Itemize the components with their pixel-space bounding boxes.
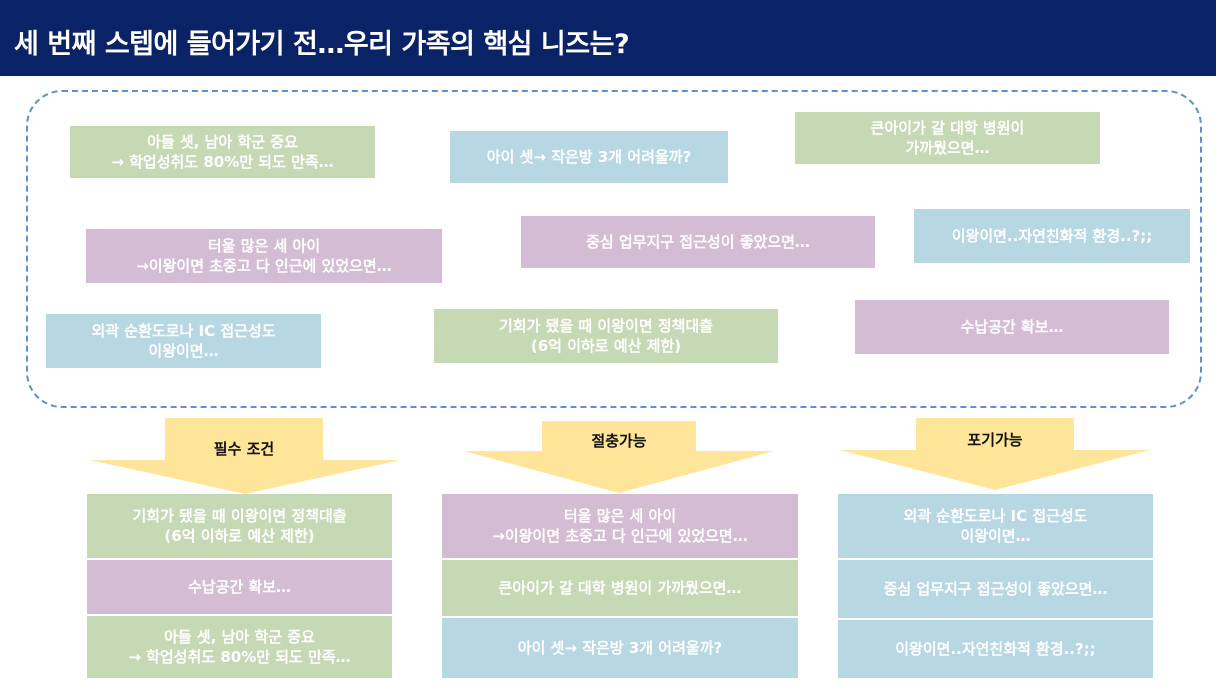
category-label-required: 필수 조건	[213, 439, 275, 458]
giveup-item-nature: 이왕이면..자연친화적 환경..?;;	[838, 620, 1153, 678]
header-bar: 세 번째 스텝에 들어가기 전…우리 가족의 핵심 니즈는?	[0, 0, 1216, 76]
negotiable-item-hospital: 큰아이가 갈 대학 병원이 가까웠으면…	[442, 560, 798, 616]
arrow-giveup	[840, 418, 1150, 490]
arrow-negotiable	[464, 421, 774, 493]
need-card-nature: 이왕이면..자연친화적 환경..?;;	[914, 209, 1190, 263]
need-card-ring-road: 외곽 순환도로나 IC 접근성도 이왕이면…	[46, 314, 321, 368]
giveup-item-ring-road: 외곽 순환도로나 IC 접근성도 이왕이면…	[838, 494, 1153, 558]
category-label-giveup: 포기가능	[967, 430, 1023, 449]
need-card-loan: 기회가 됐을 때 이왕이면 정책대출 (6억 이하로 예산 제한)	[434, 309, 778, 363]
arrow-required	[90, 418, 400, 494]
negotiable-item-nearby-schools: 터울 많은 세 아이 →이왕이면 초중고 다 인근에 있었으면…	[442, 494, 798, 558]
need-card-school: 아들 셋, 남아 학군 중요 → 학업성취도 80%만 되도 만족…	[70, 126, 375, 178]
need-card-storage: 수납공간 확보…	[855, 300, 1169, 354]
needs-group-outline	[26, 90, 1202, 408]
need-card-hospital: 큰아이가 갈 대학 병원이 가까웠으면…	[795, 112, 1100, 164]
required-item-school: 아들 셋, 남아 학군 중요 → 학업성취도 80%만 되도 만족…	[87, 616, 392, 678]
required-item-storage: 수납공간 확보…	[87, 560, 392, 614]
negotiable-item-small-rooms: 아이 셋→ 작은방 3개 어려울까?	[442, 618, 798, 678]
need-card-nearby-schools: 터울 많은 세 아이 →이왕이면 초중고 다 인근에 있었으면…	[86, 229, 442, 283]
giveup-item-business-district: 중심 업무지구 접근성이 좋았으면…	[838, 560, 1153, 618]
need-card-business-district: 중심 업무지구 접근성이 좋았으면…	[521, 216, 875, 268]
page-title: 세 번째 스텝에 들어가기 전…우리 가족의 핵심 니즈는?	[14, 29, 630, 60]
category-label-negotiable: 절충가능	[591, 431, 647, 450]
required-item-loan: 기회가 됐을 때 이왕이면 정책대출 (6억 이하로 예산 제한)	[87, 494, 392, 558]
need-card-small-rooms: 아이 셋→ 작은방 3개 어려울까?	[450, 131, 728, 183]
